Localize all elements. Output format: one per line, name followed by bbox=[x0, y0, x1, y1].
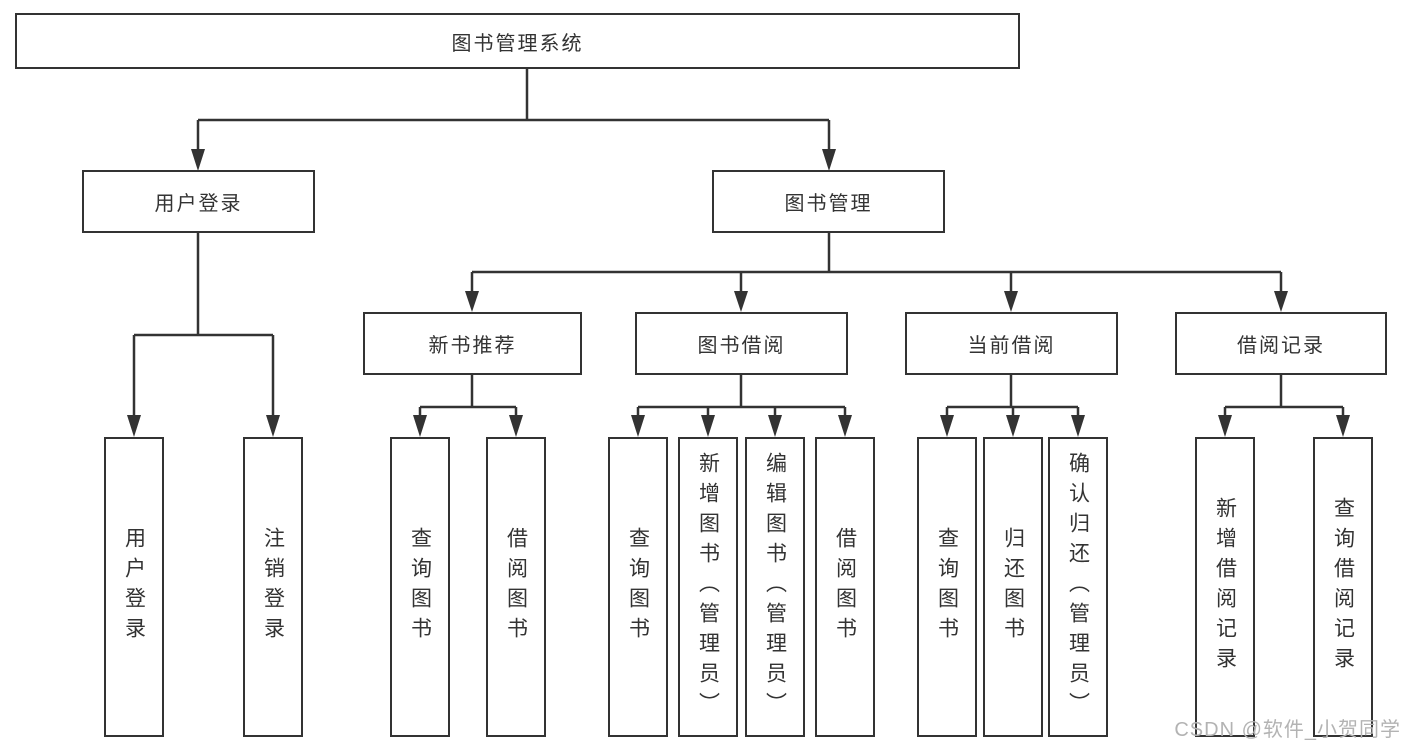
connector-user-login-to-leaves bbox=[127, 233, 280, 437]
node-label: 用户登录 bbox=[154, 193, 243, 215]
node-new-book-recommend: 新书推荐 bbox=[363, 312, 582, 375]
node-leaf-edit-books-admin: 编辑图书（管理员） bbox=[745, 437, 805, 737]
connector-current-borrow-to-leaves bbox=[940, 375, 1085, 437]
node-book-borrow: 图书借阅 bbox=[635, 312, 848, 375]
node-borrow-records: 借阅记录 bbox=[1175, 312, 1387, 375]
node-current-borrow: 当前借阅 bbox=[905, 312, 1118, 375]
node-label: 查询图书 bbox=[935, 527, 959, 647]
node-label: 借阅图书 bbox=[504, 527, 528, 647]
arrowhead-icon bbox=[940, 415, 1085, 437]
node-user-login: 用户登录 bbox=[82, 170, 315, 233]
node-leaf-add-books-admin: 新增图书（管理员） bbox=[678, 437, 738, 737]
connector-new-book-to-leaves bbox=[413, 375, 523, 437]
node-leaf-query-books-borrow: 查询图书 bbox=[608, 437, 668, 737]
node-label: 归还图书 bbox=[1001, 527, 1025, 647]
node-label: 新增图书（管理员） bbox=[696, 452, 720, 722]
node-label: 查询图书 bbox=[626, 527, 650, 647]
connector-root-to-level2 bbox=[191, 69, 836, 171]
node-leaf-query-books-recommend: 查询图书 bbox=[390, 437, 450, 737]
node-book-management: 图书管理 bbox=[712, 170, 945, 233]
node-label: 当前借阅 bbox=[967, 335, 1056, 357]
node-root-book-management-system: 图书管理系统 bbox=[15, 13, 1020, 69]
connector-book-management-to-level3 bbox=[465, 233, 1288, 312]
arrowhead-icon bbox=[191, 149, 836, 171]
arrowhead-icon bbox=[127, 415, 280, 437]
arrowhead-icon bbox=[1218, 415, 1350, 437]
node-label: 注销登录 bbox=[261, 527, 285, 647]
node-leaf-borrow-books-recommend: 借阅图书 bbox=[486, 437, 546, 737]
arrowhead-icon bbox=[631, 415, 852, 437]
csdn-watermark: CSDN @软件_小贺同学 bbox=[1174, 719, 1401, 741]
node-leaf-user-login: 用户登录 bbox=[104, 437, 164, 737]
node-leaf-return-books: 归还图书 bbox=[983, 437, 1043, 737]
node-label: 新增借阅记录 bbox=[1213, 497, 1237, 677]
connector-book-borrow-to-leaves bbox=[631, 375, 852, 437]
node-label: 确认归还（管理员） bbox=[1066, 452, 1090, 722]
node-leaf-query-books-current: 查询图书 bbox=[917, 437, 977, 737]
node-label: 借阅图书 bbox=[833, 527, 857, 647]
node-leaf-logout-login: 注销登录 bbox=[243, 437, 303, 737]
node-label: 用户登录 bbox=[122, 527, 146, 647]
node-label: 查询借阅记录 bbox=[1331, 497, 1355, 677]
node-label: 新书推荐 bbox=[428, 335, 517, 357]
node-leaf-query-borrow-record: 查询借阅记录 bbox=[1313, 437, 1373, 737]
node-label: 借阅记录 bbox=[1237, 335, 1325, 357]
node-leaf-borrow-books: 借阅图书 bbox=[815, 437, 875, 737]
connector-records-to-leaves bbox=[1218, 375, 1350, 437]
node-leaf-add-borrow-record: 新增借阅记录 bbox=[1195, 437, 1255, 737]
node-label: 图书借阅 bbox=[697, 335, 786, 357]
node-label: 查询图书 bbox=[408, 527, 432, 647]
arrowhead-icon bbox=[465, 291, 1288, 312]
arrowhead-icon bbox=[413, 415, 523, 437]
node-leaf-confirm-return-admin: 确认归还（管理员） bbox=[1048, 437, 1108, 737]
node-label: 编辑图书（管理员） bbox=[763, 452, 787, 722]
node-label: 图书管理 bbox=[784, 193, 873, 215]
node-label: 图书管理系统 bbox=[451, 32, 584, 55]
